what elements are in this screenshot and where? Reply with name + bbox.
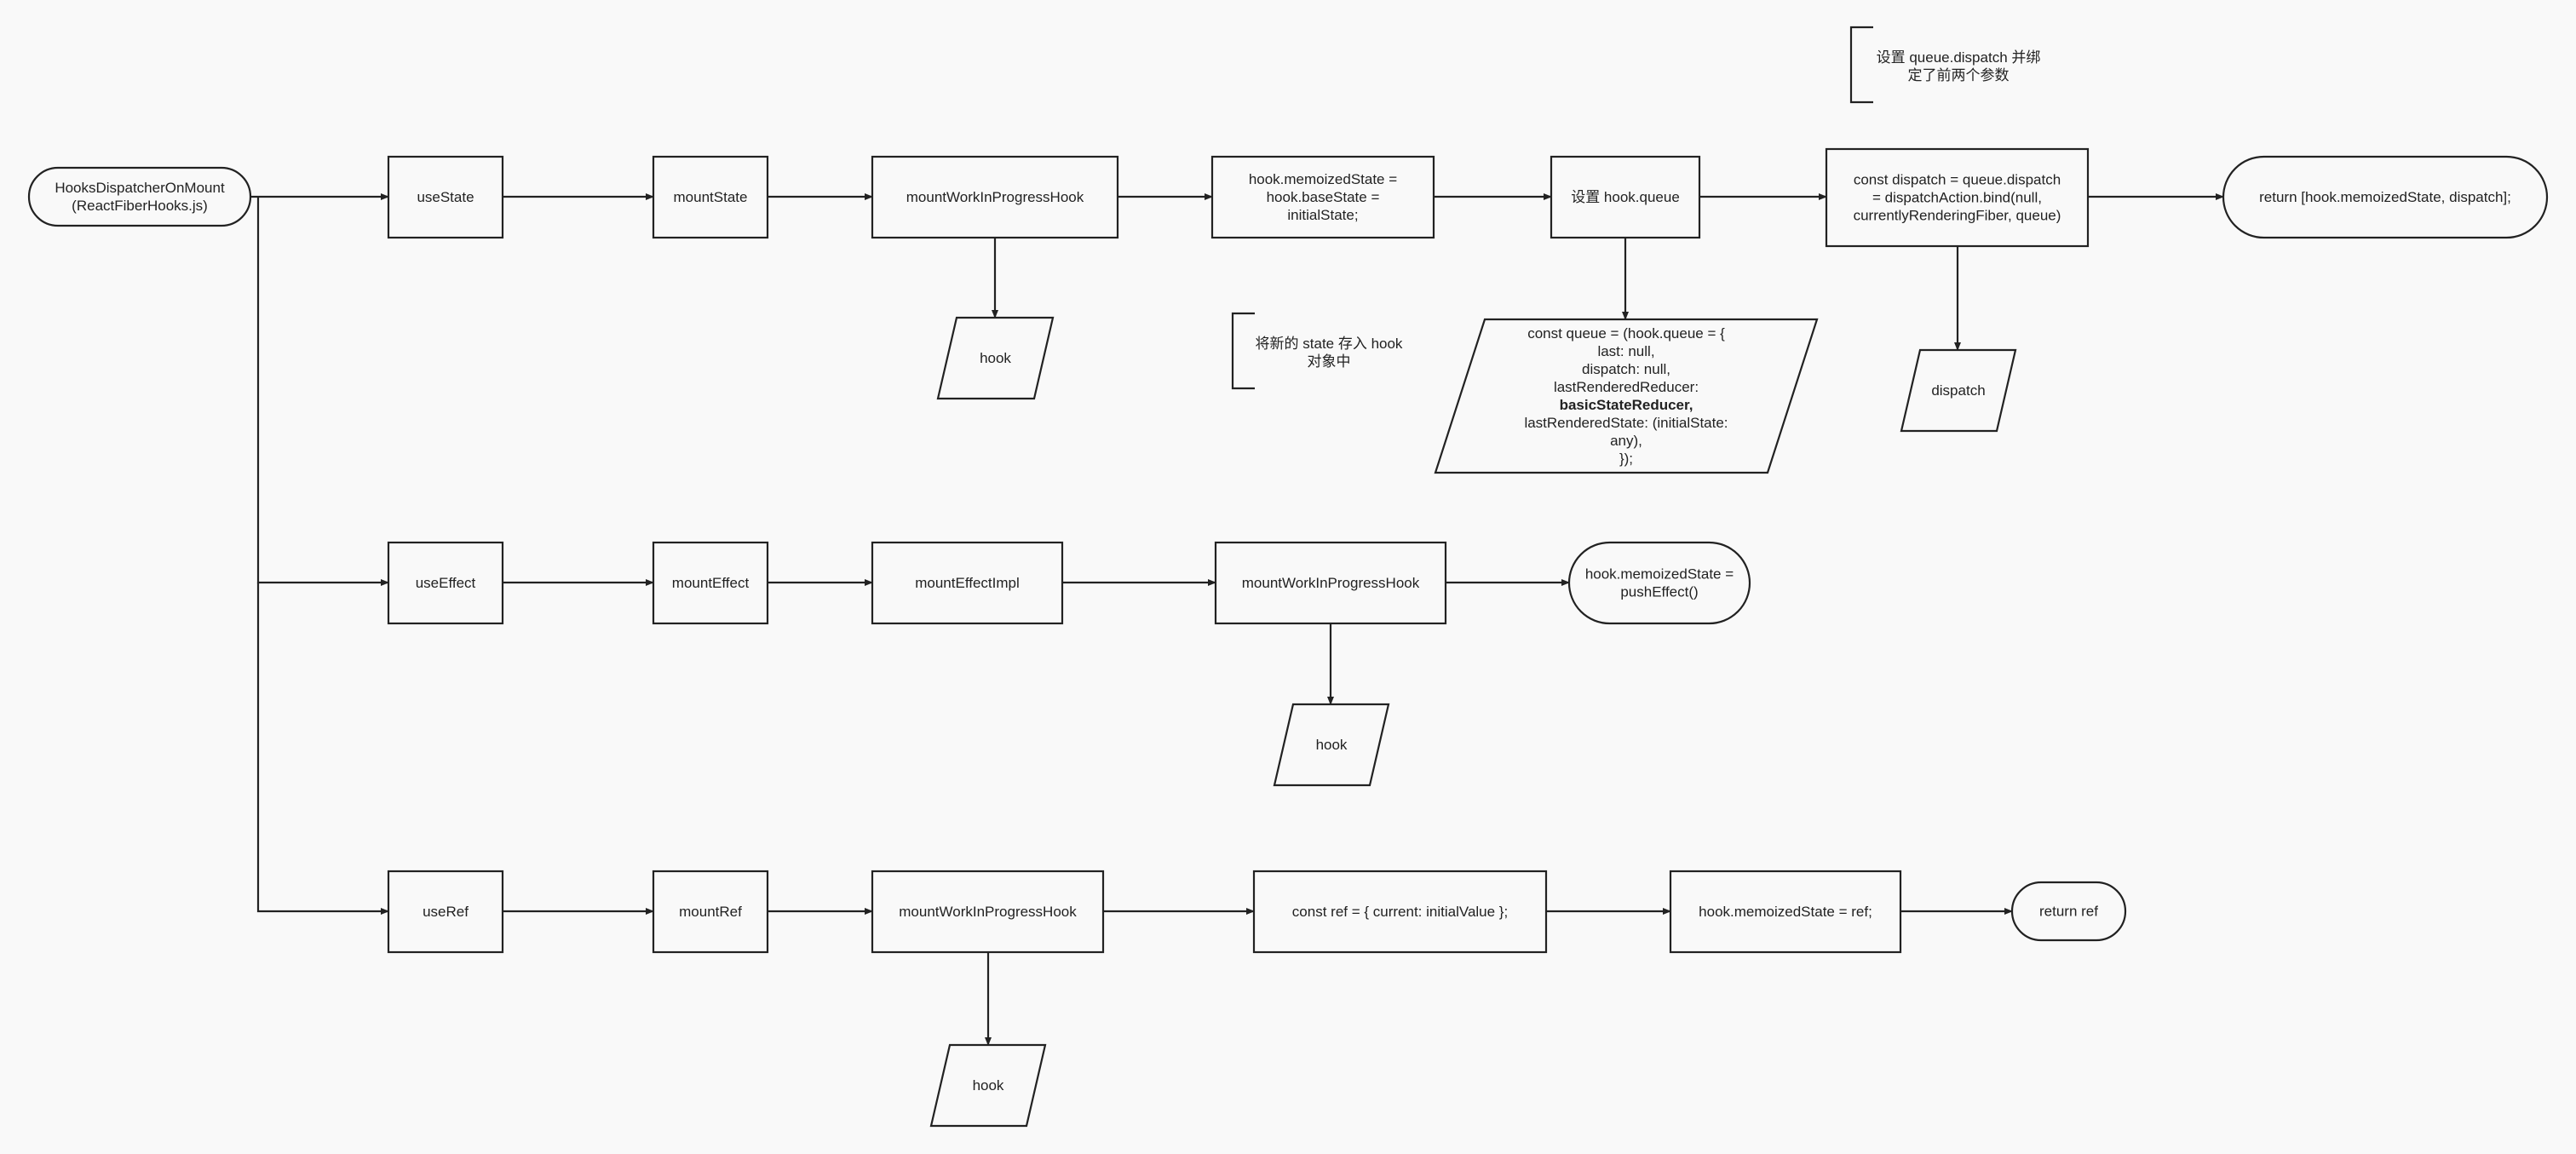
node-push-effect: hook.memoizedState =pushEffect() [1567,541,1751,625]
node-effect-mount-wip-hook-box [1214,541,1447,625]
node-state-hook-output-text-line: hook [980,350,1011,366]
node-use-state: useState [387,155,504,239]
node-use-state-text-line: useState [417,189,474,205]
node-ref-return: return ref [2010,881,2127,942]
node-dispatch-output-text-line: dispatch [1931,382,1985,399]
node-queue-object-text-line: const queue = (hook.queue = { [1527,325,1725,342]
node-ref-hook-output: hook [929,1043,1047,1128]
annotation-store-state-text-line: 将新的 state 存入 hook [1256,336,1403,352]
annotation-store-state-text-line: 对象中 [1308,353,1351,370]
node-mount-effect: mountEffect [652,541,769,625]
root-node-hooks-dispatcher-text-line: HooksDispatcherOnMount [55,180,225,196]
node-queue-object-text-line: any), [1610,433,1642,449]
annotation-store-state-bracket [1231,312,1255,390]
root-node-hooks-dispatcher-terminal [27,166,252,227]
node-push-effect-terminal [1567,541,1751,625]
node-state-mount-wip-hook-text-line: mountWorkInProgressHook [906,189,1084,205]
annotation-dispatch-binding-bracket [1849,26,1873,104]
node-state-return: return [hook.memoizedState, dispatch]; [2222,155,2549,239]
node-effect-hook-output-text-line: hook [1316,737,1348,753]
node-ref-object-box [1252,870,1548,954]
node-memoized-base-state: hook.memoizedState = hook.baseState = init… [1210,155,1435,239]
node-mount-effect-impl-text-line: mountEffectImpl [915,575,1020,591]
node-use-ref-text-line: useRef [423,904,469,920]
connectors [250,193,2224,1046]
node-ref-hook-output-data-shape [929,1043,1047,1128]
node-memoized-base-state-text-line: hook.baseState = [1267,189,1380,205]
node-use-state-box [387,155,504,239]
node-ref-mount-wip-hook-box [871,870,1105,954]
node-memoized-base-state-text-line: initialState; [1287,207,1358,223]
node-memoized-base-state-text-line: hook.memoizedState = [1249,171,1397,187]
node-mount-effect-impl: mountEffectImpl [871,541,1064,625]
node-ref-mount-wip-hook: mountWorkInProgressHook [871,870,1105,954]
node-use-effect: useEffect [387,541,504,625]
node-memoized-base-state-box [1210,155,1435,239]
node-queue-object-text-line: dispatch: null, [1582,361,1670,377]
node-ref-object-text-line: const ref = { current: initialValue }; [1292,904,1508,920]
node-effect-hook-output: hook [1273,703,1390,787]
node-queue-object-data-shape [1434,318,1819,474]
node-set-hook-queue: 设置 hook.queue [1550,155,1701,239]
node-ref-mount-wip-hook-text-line: mountWorkInProgressHook [899,904,1077,920]
node-dispatch-bind: const dispatch = queue.dispatch = dispatc… [1825,147,2090,248]
node-set-hook-queue-box [1550,155,1701,239]
node-state-hook-output: hook [936,316,1055,400]
node-ref-memoized-box [1669,870,1902,954]
edge-root-to-use-effect [256,197,389,586]
node-use-effect-text-line: useEffect [416,575,476,591]
node-ref-hook-output-text-line: hook [973,1077,1004,1094]
node-queue-object-text-line: lastRenderedState: (initialState: [1524,415,1728,431]
node-mount-ref-text-line: mountRef [679,904,742,920]
node-mount-effect-impl-box [871,541,1064,625]
node-mount-ref: mountRef [652,870,769,954]
node-set-hook-queue-text-line: 设置 hook.queue [1571,189,1680,205]
node-dispatch-bind-text-line: const dispatch = queue.dispatch [1854,172,2061,188]
node-mount-state: mountState [652,155,769,239]
node-mount-effect-text-line: mountEffect [672,575,750,591]
node-mount-state-text-line: mountState [674,189,748,205]
node-queue-object: const queue = (hook.queue = {last: null,… [1434,318,1819,474]
node-push-effect-text-line: hook.memoizedState = [1585,566,1734,583]
node-ref-return-terminal [2010,881,2127,942]
node-mount-ref-box [652,870,769,954]
node-use-ref: useRef [387,870,504,954]
node-ref-memoized: hook.memoizedState = ref; [1669,870,1902,954]
node-queue-object-text-line: last: null, [1597,343,1654,359]
node-state-return-text-line: return [hook.memoizedState, dispatch]; [2259,189,2511,205]
node-use-effect-box [387,541,504,625]
node-mount-effect-box [652,541,769,625]
node-queue-object-text-line: lastRenderedReducer: [1554,379,1699,395]
node-state-return-terminal [2222,155,2549,239]
edge-root-to-use-ref [256,583,389,915]
root-node-hooks-dispatcher-text-line: (ReactFiberHooks.js) [72,198,208,214]
node-queue-object-text-line: }); [1619,451,1633,467]
node-effect-mount-wip-hook-text-line: mountWorkInProgressHook [1242,575,1420,591]
node-state-mount-wip-hook: mountWorkInProgressHook [871,155,1119,239]
node-dispatch-bind-box [1825,147,2090,248]
node-ref-return-text-line: return ref [2039,904,2098,920]
node-effect-hook-output-data-shape [1273,703,1390,787]
node-dispatch-bind-text-line: currentlyRenderingFiber, queue) [1854,208,2061,224]
node-effect-mount-wip-hook: mountWorkInProgressHook [1214,541,1447,625]
node-queue-object-text-line: basicStateReducer, [1560,397,1693,413]
node-mount-state-box [652,155,769,239]
node-ref-object: const ref = { current: initialValue }; [1252,870,1548,954]
annotation-dispatch-binding-text-line: 设置 queue.dispatch 并绑 [1877,49,2041,66]
annotation-dispatch-binding-text-line: 定了前两个参数 [1908,67,2010,83]
node-push-effect-text-line: pushEffect() [1620,584,1698,600]
node-dispatch-bind-text-line: = dispatchAction.bind(null, [1872,190,2042,206]
root-node-hooks-dispatcher: HooksDispatcherOnMount (ReactFiberHooks.j… [27,166,252,227]
node-use-ref-box [387,870,504,954]
node-state-hook-output-data-shape [936,316,1055,400]
node-state-mount-wip-hook-box [871,155,1119,239]
nodes: HooksDispatcherOnMount (ReactFiberHooks.j… [27,147,2549,1128]
node-dispatch-output-data-shape [1900,348,2017,433]
node-dispatch-output: dispatch [1900,348,2017,433]
node-ref-memoized-text-line: hook.memoizedState = ref; [1699,904,1872,920]
